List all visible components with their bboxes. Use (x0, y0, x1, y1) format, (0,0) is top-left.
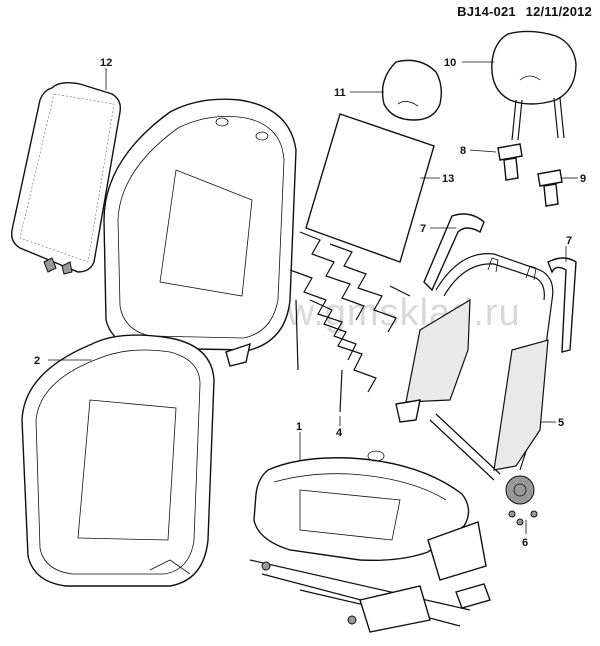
part-bolts[interactable] (508, 510, 538, 526)
callout-6: 6 (522, 537, 528, 549)
callout-7-left: 7 (420, 223, 426, 235)
part-seatback-springs[interactable] (289, 231, 411, 413)
part-headrest-cover[interactable] (381, 59, 443, 121)
callout-2: 2 (34, 355, 40, 367)
callout-labels: 12 2 1 4 5 6 7 7 8 9 10 11 13 (34, 57, 586, 549)
diagram-header: BJ14-021 12/11/2012 (457, 4, 592, 19)
part-seat-cushion[interactable] (249, 450, 491, 633)
callout-11: 11 (334, 87, 346, 99)
part-seatback-frame[interactable] (395, 253, 554, 505)
callout-7-right: 7 (566, 235, 572, 247)
leader-lines (48, 61, 578, 534)
part-headrest[interactable] (491, 30, 577, 141)
part-headrest-guide-8[interactable] (497, 143, 523, 181)
callout-12: 12 (100, 57, 112, 69)
part-side-trim-right[interactable] (547, 257, 577, 353)
callout-8: 8 (460, 145, 466, 157)
part-seatback-front-cover[interactable] (21, 334, 215, 587)
callout-5: 5 (558, 417, 564, 429)
part-rear-back-panel[interactable] (10, 81, 122, 275)
diagram-code: BJ14-021 (457, 4, 516, 19)
part-seatback-cover-upper[interactable] (103, 98, 297, 367)
callout-1: 1 (296, 421, 302, 433)
part-foam-pad[interactable] (305, 113, 435, 263)
callout-10: 10 (444, 57, 456, 69)
callout-13: 13 (442, 173, 454, 185)
callout-4: 4 (336, 427, 343, 439)
diagram-date: 12/11/2012 (525, 4, 592, 19)
part-side-trim-left[interactable] (423, 213, 485, 292)
callout-9: 9 (580, 173, 586, 185)
part-headrest-guide-9[interactable] (537, 169, 563, 207)
